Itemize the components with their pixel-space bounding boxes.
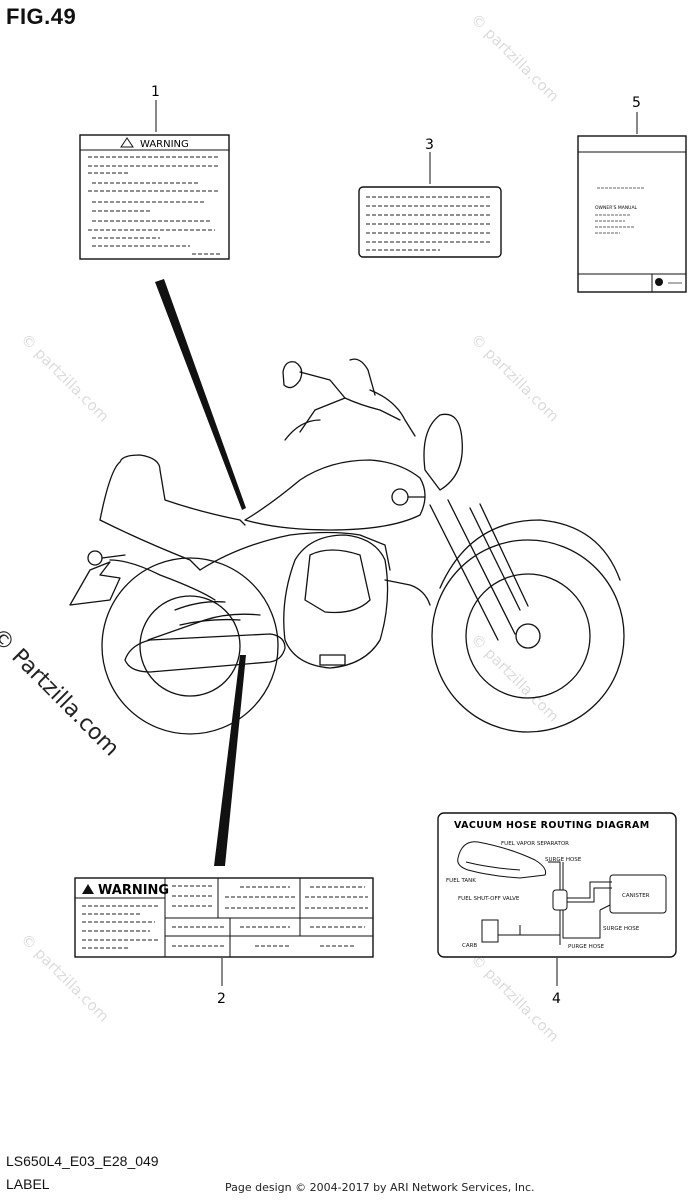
callout-5: 5 <box>632 95 641 111</box>
callouts <box>155 100 638 986</box>
faint-watermark: © partzilla.com <box>467 330 562 425</box>
diagram-code: LS650L4_E03_E28_049 <box>6 1153 159 1169</box>
label-2-warning: WARNING <box>74 877 374 958</box>
label-3 <box>358 186 502 258</box>
diagram-category: LABEL <box>6 1176 50 1192</box>
faint-watermark: © partzilla.com <box>467 10 562 105</box>
brand-logo-icon <box>655 278 663 286</box>
part-label: SURGE HOSE <box>603 926 640 932</box>
callout-1: 1 <box>151 84 160 100</box>
label-2-heading: WARNING <box>98 883 169 898</box>
faint-watermark: © partzilla.com <box>17 330 112 425</box>
part-label: FUEL VAPOR SEPARATOR <box>501 841 569 847</box>
warning-triangle-icon <box>120 137 134 148</box>
callout-2: 2 <box>217 991 226 1007</box>
figure-title: FIG.49 <box>6 4 77 29</box>
leader-label-1 <box>155 279 246 510</box>
callout-3: 3 <box>425 137 434 153</box>
label-1-heading: WARNING <box>140 139 189 150</box>
leader-label-2 <box>214 655 246 866</box>
callout-4: 4 <box>552 991 561 1007</box>
part-label: FUEL SHUT-OFF VALVE <box>458 896 520 902</box>
part-label: PURGE HOSE <box>568 944 605 950</box>
vacuum-diagram-title: VACUUM HOSE ROUTING DIAGRAM <box>454 820 650 831</box>
part-label: CANISTER <box>622 893 650 899</box>
owners-manual: OWNER'S MANUAL <box>577 135 687 293</box>
page-credit: Page design © 2004-2017 by ARI Network S… <box>225 1181 535 1194</box>
faint-watermark: © partzilla.com <box>467 950 562 1045</box>
vacuum-hose-routing-label: VACUUM HOSE ROUTING DIAGRAM FUEL VAPOR S… <box>437 812 677 958</box>
warning-triangle-icon <box>82 884 94 894</box>
part-label: SURGE HOSE <box>545 857 582 863</box>
part-label: FUEL TANK <box>446 878 476 884</box>
label-1-warning: WARNING <box>79 134 230 260</box>
part-label: CARB <box>462 943 477 949</box>
owners-manual-heading: OWNER'S MANUAL <box>595 205 638 211</box>
motorcycle-illustration <box>69 358 625 735</box>
